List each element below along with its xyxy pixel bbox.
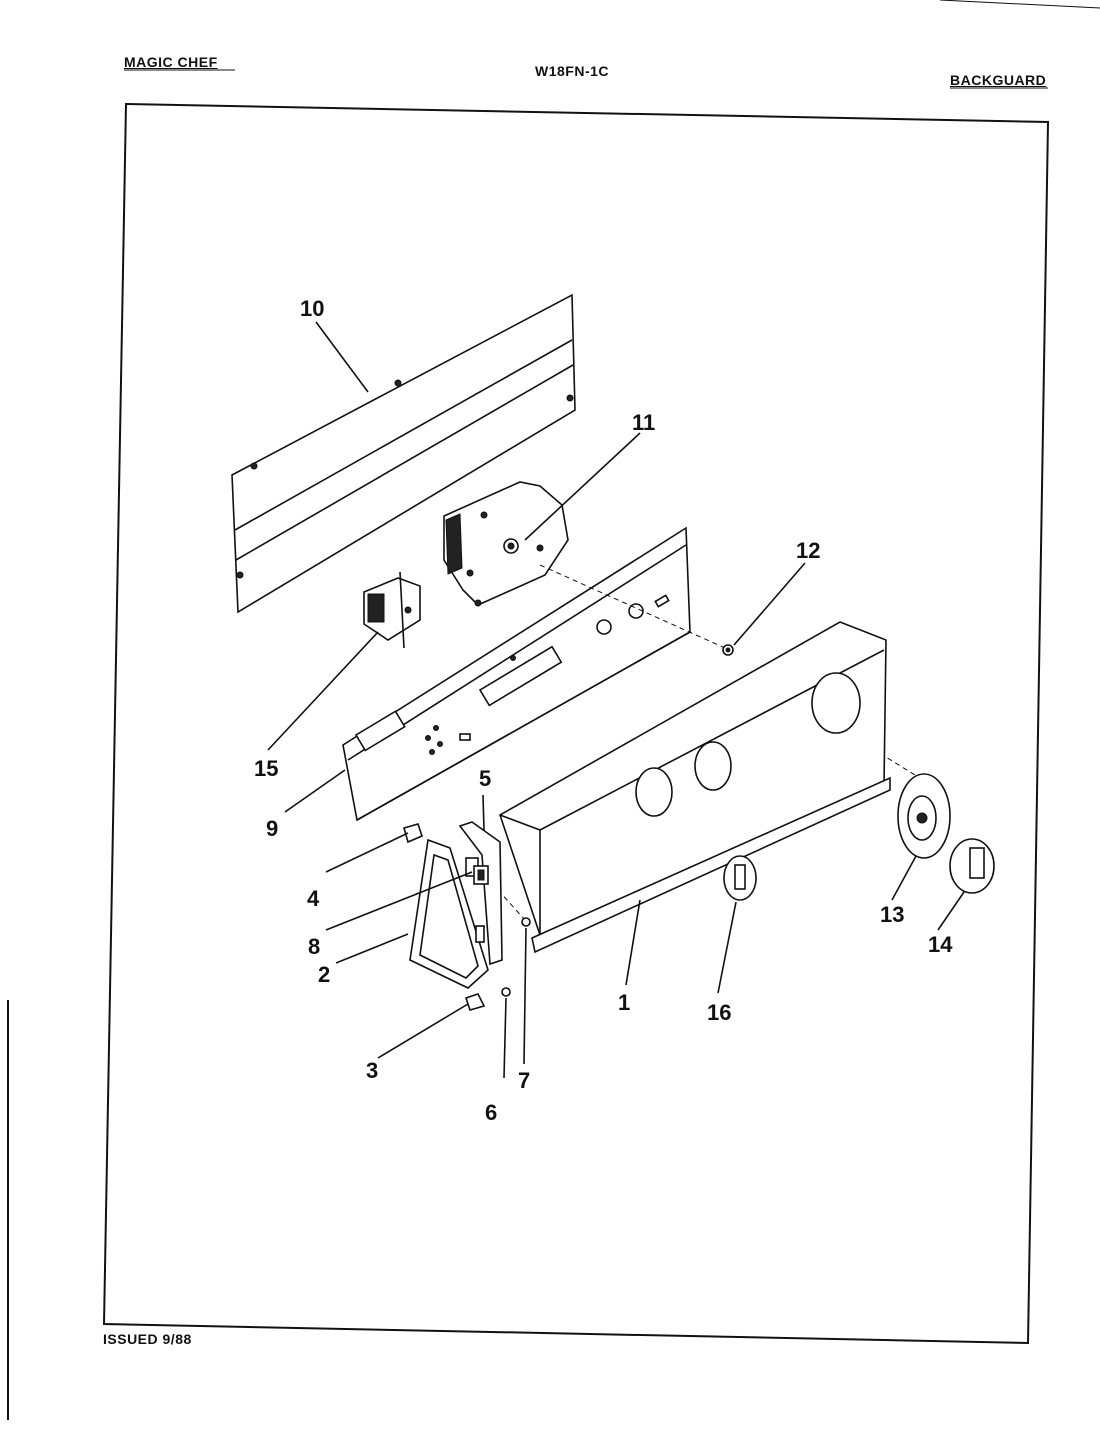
part-14-knob bbox=[949, 838, 995, 894]
header-section-title: BACKGUARD bbox=[950, 72, 1047, 88]
callout-13: 13 bbox=[880, 902, 904, 927]
callout-8: 8 bbox=[308, 934, 320, 959]
header-model-number: W18FN-1C bbox=[535, 63, 610, 79]
part-4-clip bbox=[403, 823, 423, 844]
part-7-screw bbox=[521, 917, 531, 927]
part-16-knob bbox=[723, 855, 757, 901]
callout-6: 6 bbox=[485, 1100, 497, 1125]
callout-14: 14 bbox=[928, 932, 953, 957]
callout-4: 4 bbox=[307, 886, 320, 911]
page-edge-mark bbox=[939, 0, 1100, 9]
part-10-rear-panel bbox=[231, 293, 576, 614]
header-brand: MAGIC CHEF bbox=[124, 54, 218, 70]
part-9-control-panel-plate bbox=[342, 526, 691, 822]
part-12-screw bbox=[722, 644, 734, 656]
callout-12: 12 bbox=[796, 538, 820, 563]
diagram-frame bbox=[102, 102, 1050, 1345]
part-2-light-lens bbox=[409, 838, 489, 989]
part-3-clip bbox=[464, 993, 486, 1011]
callout-11: 11 bbox=[632, 410, 655, 435]
part-15-switch bbox=[363, 571, 421, 649]
part-1-backguard bbox=[499, 621, 891, 954]
callout-1: 1 bbox=[618, 990, 630, 1015]
callout-5: 5 bbox=[479, 766, 491, 791]
part-11-timer bbox=[443, 481, 569, 607]
part-13-dial-skirt bbox=[897, 773, 951, 859]
callout-10: 10 bbox=[300, 296, 324, 321]
alignment-line-timer bbox=[539, 564, 726, 649]
leader-lines bbox=[267, 321, 965, 1079]
callout-7: 7 bbox=[518, 1068, 530, 1093]
callout-15: 15 bbox=[254, 756, 278, 781]
footer-issued-date: ISSUED 9/88 bbox=[103, 1331, 192, 1347]
part-8-lamp-socket bbox=[473, 865, 489, 885]
part-6-screw bbox=[501, 987, 511, 997]
callout-9: 9 bbox=[266, 816, 278, 841]
callout-16: 16 bbox=[707, 1000, 731, 1025]
callout-3: 3 bbox=[366, 1058, 378, 1083]
part-5-bracket bbox=[458, 821, 503, 966]
callout-2: 2 bbox=[318, 962, 330, 987]
